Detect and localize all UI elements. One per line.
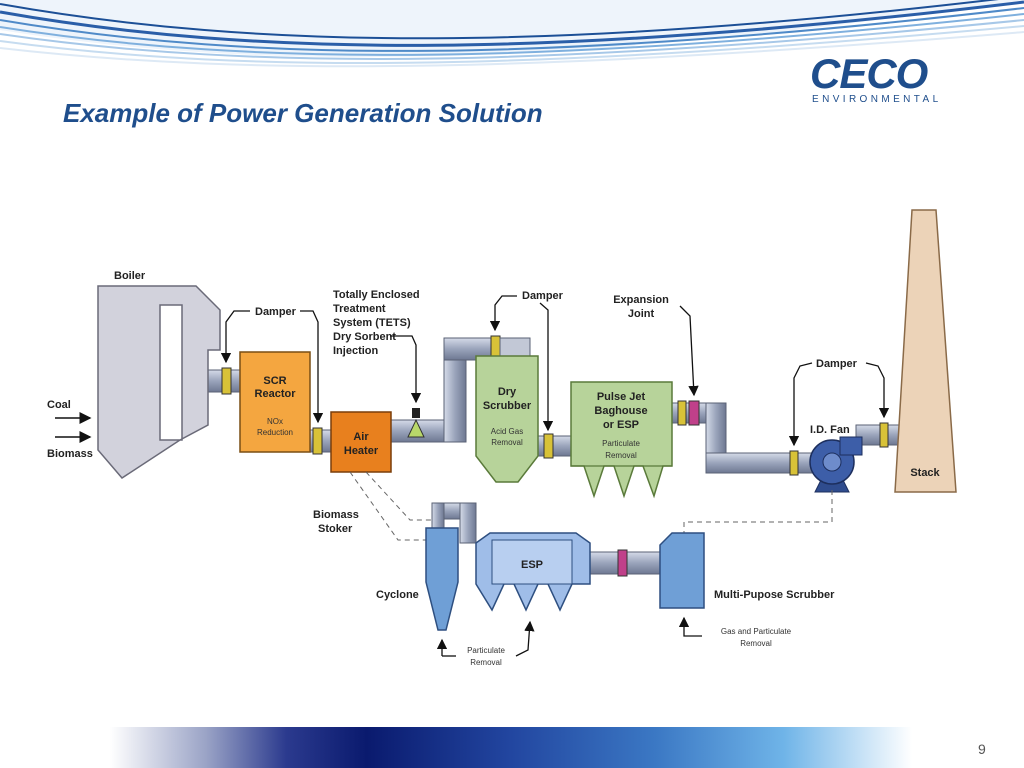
damper-7-pointer [865, 362, 890, 419]
ceco-logo: CECO ENVIRONMENTAL [810, 50, 950, 108]
damper-6-pointer [788, 362, 813, 447]
damper-4-pointer [539, 302, 554, 432]
expansion-label-line2: Joint [628, 308, 655, 320]
baghouse-label-line2: Baghouse [594, 405, 647, 417]
damper-3-label: Damper [522, 290, 564, 302]
scr-reactor [239, 351, 311, 453]
stack-label: Stack [910, 467, 940, 479]
tets-label-line4: Dry Sorbent [333, 331, 396, 343]
page-number: 9 [978, 741, 986, 757]
damper-2 [312, 427, 323, 455]
dry-scrubber-sub-line2: Removal [491, 438, 523, 447]
biomass-label: Biomass [47, 448, 93, 460]
dry-scrubber-label-line1: Dry [498, 386, 517, 398]
damper-5 [677, 400, 687, 426]
esp-particulate-pointer [515, 620, 535, 657]
damper-2-pointer [300, 310, 324, 424]
coal-label: Coal [47, 399, 71, 411]
particulate-label-line1: Particulate [467, 646, 505, 655]
expansion-joint-lower [617, 549, 628, 577]
logo-wordmark: CECO [810, 50, 928, 97]
boiler [97, 285, 221, 479]
damper-near-fan-label: Damper [816, 358, 858, 370]
logo-tagline: ENVIRONMENTAL [812, 94, 942, 105]
tets-label-line2: Treatment [333, 303, 386, 315]
particulate-label-line2: Removal [470, 658, 502, 667]
damper-6 [789, 450, 799, 476]
baghouse-label-line3: or ESP [603, 419, 639, 431]
multi-scrubber-pointer [678, 616, 702, 637]
gas-particulate-label-line1: Gas and Particulate [721, 627, 792, 636]
tets-label-line1: Totally Enclosed [333, 289, 420, 301]
air-heater-label-line2: Heater [344, 445, 379, 457]
baghouse-label-line1: Pulse Jet [597, 391, 646, 403]
tets-label-line5: Injection [333, 345, 379, 357]
biomass-stoker-label-line1: Biomass [313, 509, 359, 521]
baghouse-sub-line2: Removal [605, 451, 637, 460]
multi-scrubber-label: Multi-Pupose Scrubber [714, 589, 835, 601]
biomass-stoker-label-line2: Stoker [318, 523, 353, 535]
tets-label-line3: System (TETS) [333, 317, 411, 329]
slide-title: Example of Power Generation Solution [63, 98, 543, 128]
dashed-connections [349, 471, 833, 541]
gas-particulate-label-line2: Removal [740, 639, 772, 648]
scr-sub-line2: Reduction [257, 428, 293, 437]
damper-3-pointer [489, 295, 517, 332]
footer-gradient-bar [110, 727, 912, 768]
damper-1 [221, 367, 232, 395]
id-fan-label: I.D. Fan [810, 424, 850, 436]
air-heater-label-line1: Air [353, 431, 369, 443]
expansion-joint [688, 400, 700, 426]
dry-scrubber [475, 355, 539, 483]
damper-7 [879, 422, 889, 448]
esp-label: ESP [521, 559, 543, 571]
id-fan [809, 436, 863, 493]
header-wave-decoration [0, 0, 1024, 68]
baghouse-sub-line1: Particulate [602, 439, 640, 448]
scr-sub-line1: NOx [267, 417, 283, 426]
damper-1-label: Damper [255, 306, 297, 318]
damper-4 [543, 433, 554, 459]
damper-1-pointer [220, 310, 250, 364]
multi-purpose-scrubber [659, 532, 705, 609]
tets-injector [407, 418, 425, 438]
expansion-label-line1: Expansion [613, 294, 669, 306]
cyclone-label: Cyclone [376, 589, 419, 601]
scr-label-line1: SCR [263, 375, 286, 387]
expansion-pointer [679, 305, 699, 397]
tets-pointer [390, 335, 422, 404]
stack [894, 209, 957, 493]
dry-scrubber-hopper-top [499, 337, 531, 357]
tets-injector-nozzle [412, 408, 420, 418]
scr-label-line2: Reactor [255, 388, 297, 400]
cyclone [425, 527, 459, 631]
air-heater [330, 411, 392, 473]
dry-scrubber-label-line2: Scrubber [483, 400, 532, 412]
dry-scrubber-sub-line1: Acid Gas [491, 427, 523, 436]
boiler-label: Boiler [114, 270, 146, 282]
